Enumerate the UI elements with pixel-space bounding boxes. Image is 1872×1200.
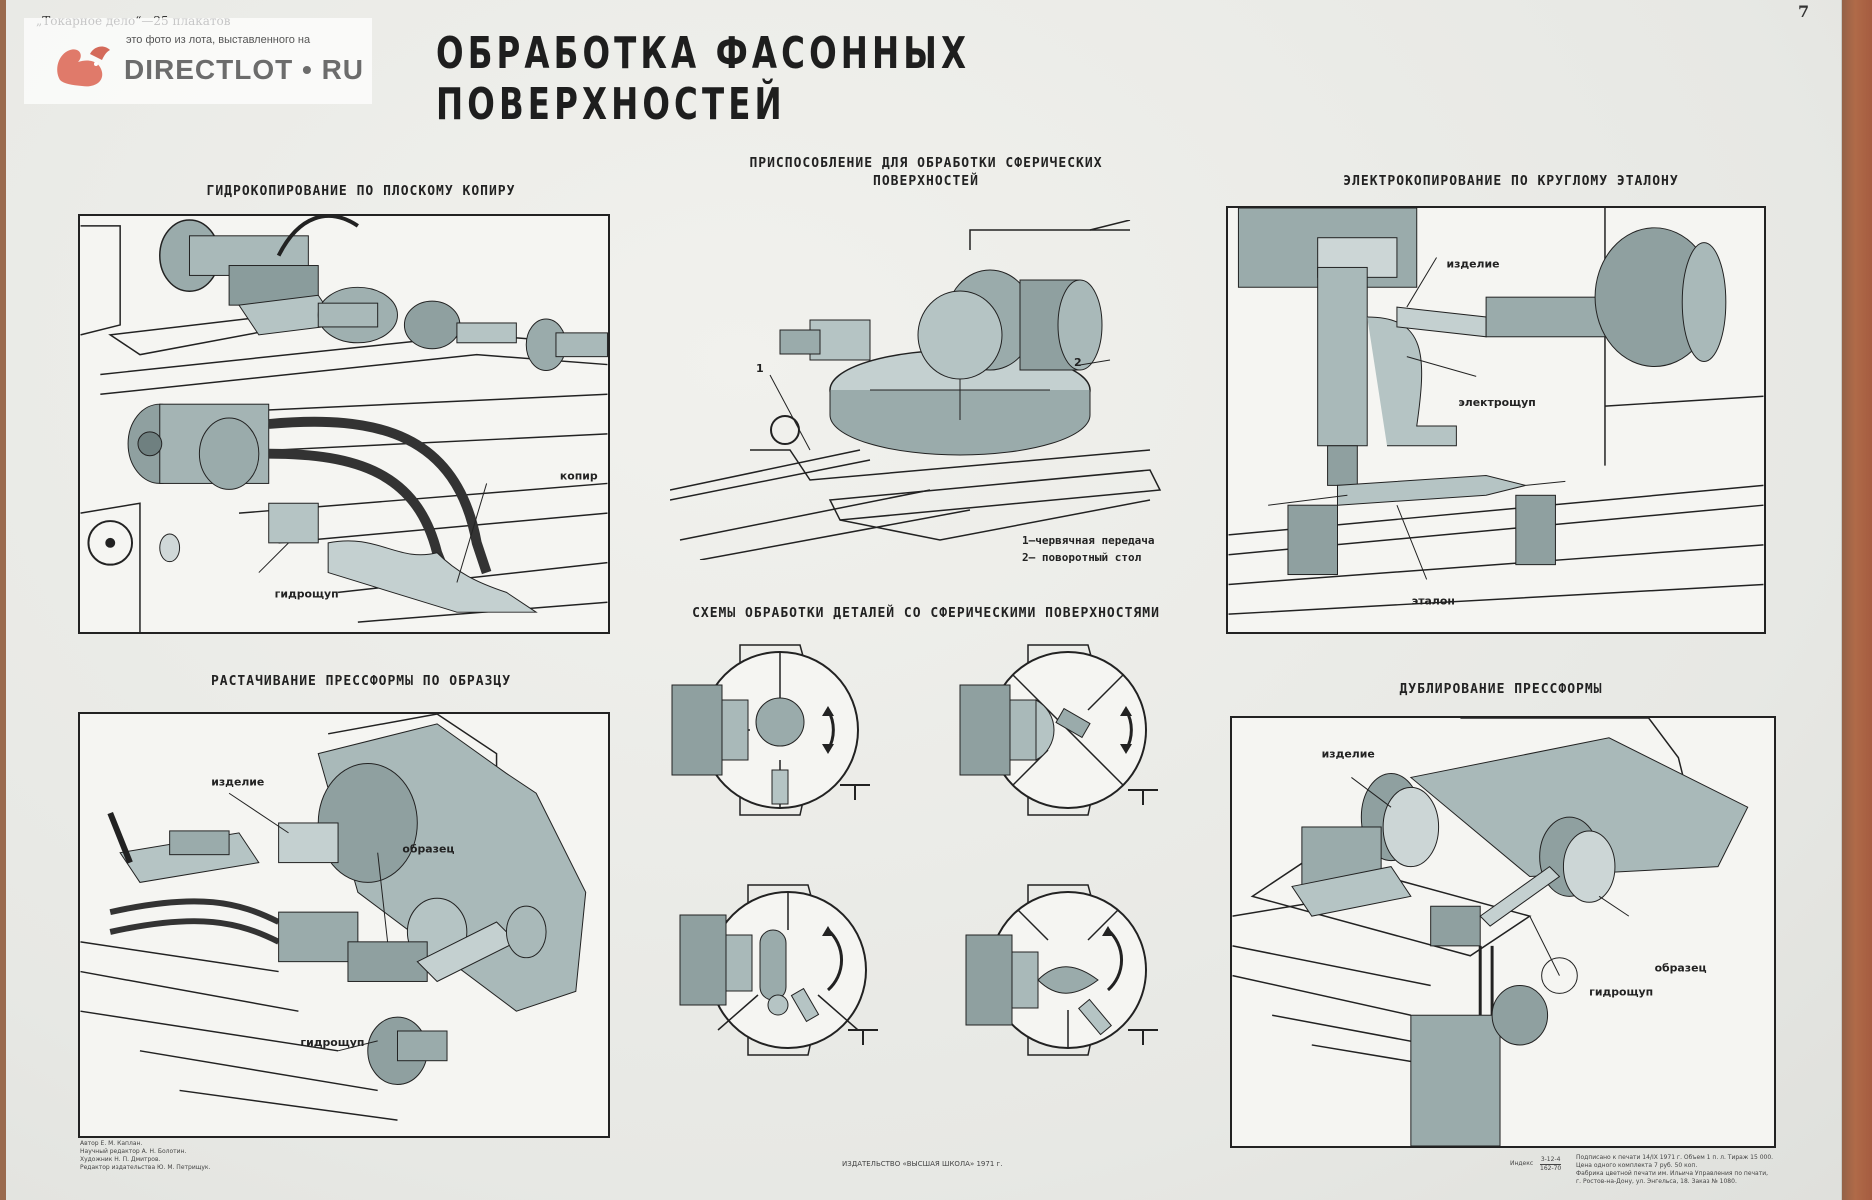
boring-drawing: изделие образец гидрощуп (80, 714, 587, 1121)
label-electroprobe: электрощуп (1458, 396, 1535, 409)
watermark-badge: это фото из лота, выставленного на DIREC… (24, 18, 372, 104)
electrocopy-heading: ЭЛЕКТРОКОПИРОВАНИЕ ПО КРУГЛОМУ ЭТАЛОНУ (1343, 174, 1679, 189)
legend-item-rotary-table: 2— поворотный стол (1022, 551, 1142, 564)
print-info-4: г. Ростов-на-Дону, ул. Энгельса, 18. Зак… (1576, 1178, 1737, 1185)
watermark-caption: это фото из лота, выставленного на (126, 34, 311, 46)
label-part: изделие (211, 775, 264, 788)
boring-heading: РАСТАЧИВАНИЕ ПРЕССФОРМЫ ПО ОБРАЗЦУ (210, 674, 512, 689)
print-info: Подписано к печати 14/IX 1971 г. Объем 1… (1576, 1154, 1773, 1186)
credit-editor: Научный редактор А. Н. Болотин. (80, 1148, 187, 1155)
label-part: изделие (1322, 748, 1375, 761)
publisher-line: ИЗДАТЕЛЬСТВО «ВЫСШАЯ ШКОЛА» 1971 г. (842, 1160, 1003, 1168)
scheme-diagram-1 (671, 644, 870, 816)
duplicate-illustration: изделие образец гидрощуп (1230, 716, 1776, 1148)
credit-artist: Художник Н. П. Дмитров. (80, 1156, 161, 1163)
credits-block: Автор Е. М. Каплан. Научный редактор А. … (80, 1140, 210, 1172)
fixture-heading-line2: ПОВЕРХНОСТЕЙ (873, 174, 979, 189)
label-copier: копир (560, 469, 598, 482)
scheme-diagram-2 (959, 644, 1158, 816)
label-sample: образец (1655, 962, 1707, 975)
page-title: ОБРАБОТКА ФАСОННЫХ ПОВЕРХНОСТЕЙ (436, 28, 971, 130)
label-standard: эталон (1412, 594, 1455, 607)
boring-illustration: изделие образец гидрощуп (78, 712, 610, 1138)
index-fraction: 3-12-4 162-70 (1540, 1156, 1562, 1173)
credit-author: Автор Е. М. Каплан. (80, 1140, 143, 1147)
hydrocopy-heading: ГИДРОКОПИРОВАНИЕ ПО ПЛОСКОМУ КОПИРУ (206, 184, 516, 199)
legend-item-worm-gear: 1—червячная передача (1022, 534, 1155, 547)
hydrocopy-illustration: копир гидрощуп (78, 214, 610, 634)
mark-1: 1 (756, 362, 764, 375)
duplicate-heading: ДУБЛИРОВАНИЕ ПРЕССФОРМЫ (1399, 682, 1603, 697)
spherical-fixture-drawing: 1 2 (670, 220, 1162, 560)
poster-sheet: „Токарное дело“—25 плакатов 7 это фото и… (6, 0, 1842, 1200)
index-label: Индекс (1510, 1160, 1534, 1167)
credit-publisher-editor: Редактор издательства Ю. М. Петрищук. (80, 1164, 211, 1171)
print-info-2: Цена одного комплекта 7 руб. 50 коп. (1576, 1162, 1698, 1169)
electrocopy-illustration: изделие электрощуп эталон (1226, 206, 1766, 634)
print-info-1: Подписано к печати 14/IX 1971 г. Объем 1… (1576, 1154, 1774, 1161)
lathe-hydrocopy-drawing: копир гидрощуп (80, 216, 608, 632)
page-number: 7 (1798, 2, 1810, 21)
label-hydroprobe: гидрощуп (275, 587, 339, 600)
watermark-site: DIRECTLOT • RU (124, 54, 365, 85)
label-sample: образец (402, 843, 454, 856)
fixture-heading-line1: ПРИСПОСОБЛЕНИЕ ДЛЯ ОБРАБОТКИ СФЕРИЧЕСКИХ (749, 156, 1103, 171)
duplicate-drawing: изделие образец гидрощуп (1232, 718, 1749, 1146)
index-top: 3-12-4 (1540, 1156, 1562, 1165)
mark-2: 2 (1074, 356, 1082, 369)
fixture-legend: 1—червячная передача 2— поворотный стол (1022, 532, 1154, 566)
scheme-diagram-4 (965, 884, 1158, 1056)
electrocopy-drawing: изделие электрощуп эталон (1228, 208, 1764, 615)
squirrel-logo-icon (57, 46, 110, 87)
scheme-diagram-3 (679, 884, 878, 1056)
label-hydroprobe: гидрощуп (1589, 985, 1653, 998)
schemes-heading: СХЕМЫ ОБРАБОТКИ ДЕТАЛЕЙ СО СФЕРИЧЕСКИМИ … (692, 606, 1160, 621)
index-bottom: 162-70 (1540, 1165, 1562, 1172)
label-hydroprobe: гидрощуп (300, 1036, 364, 1049)
print-info-3: Фабрика цветной печати им. Ильича Управл… (1576, 1170, 1769, 1177)
label-part: изделие (1446, 257, 1499, 270)
